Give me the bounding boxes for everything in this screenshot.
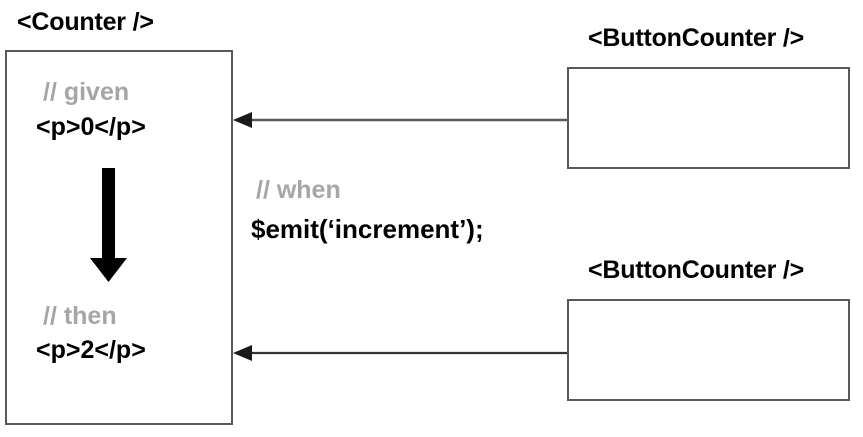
given-comment-text: // given — [43, 78, 130, 106]
given-code-text: <p>0</p> — [36, 113, 146, 141]
counter-component-label: <Counter /> — [17, 8, 154, 36]
buttoncounter-top-component-box — [567, 67, 850, 169]
when-comment-text: // when — [256, 176, 341, 204]
counter-component-box — [5, 50, 233, 425]
emit-arrow-top-icon — [233, 112, 567, 128]
then-comment-text: // then — [43, 302, 117, 330]
buttoncounter-top-component-label: <ButtonCounter /> — [588, 24, 805, 52]
then-code-text: <p>2</p> — [36, 336, 146, 364]
emit-arrow-bottom-icon — [233, 345, 567, 361]
buttoncounter-bottom-component-label: <ButtonCounter /> — [588, 256, 805, 284]
buttoncounter-bottom-component-box — [567, 299, 850, 401]
emit-code-text: $emit(‘increment’); — [251, 214, 484, 244]
